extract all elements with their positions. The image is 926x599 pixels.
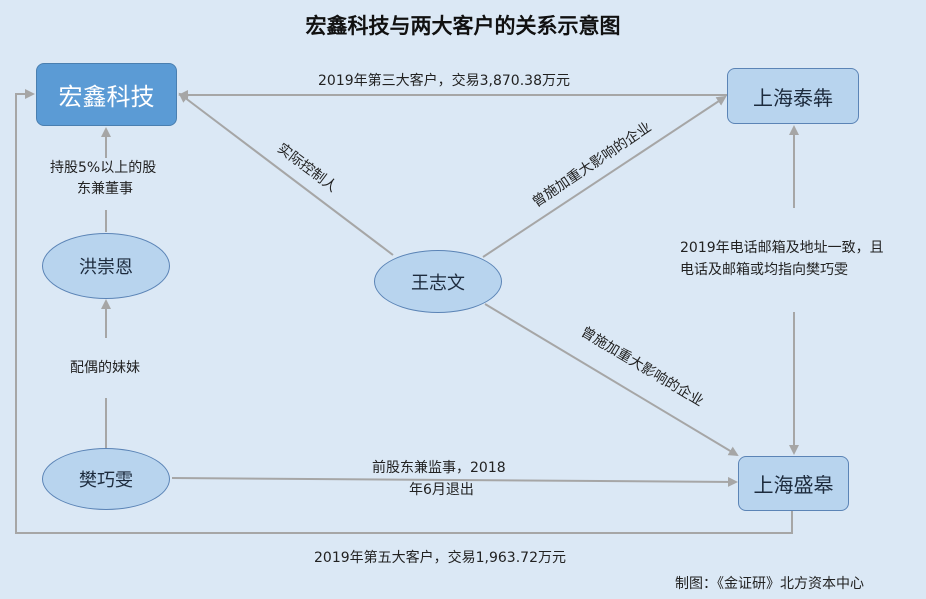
arrow-wang-to-shenggao	[484, 303, 739, 457]
label-taiben-shenggao-line2: 电话及邮箱或均指向樊巧雯	[680, 262, 848, 278]
diagram-title: 宏鑫科技与两大客户的关系示意图	[305, 14, 621, 38]
label-fan-shenggao-line1: 前股东兼监事，2018	[372, 460, 506, 476]
label-taiben-to-hongxin: 2019年第三大客户，交易3,870.38万元	[318, 73, 570, 89]
label-shenggao-to-hongxin: 2019年第五大客户，交易1,963.72万元	[314, 550, 566, 566]
node-shenggao: 上海盛皋	[738, 456, 849, 511]
node-hongxin: 宏鑫科技	[36, 63, 177, 126]
node-hong: 洪崇恩	[42, 233, 170, 299]
node-taiben: 上海泰犇	[727, 68, 859, 124]
arrow-shenggao-to-hongxin	[15, 89, 793, 534]
footer-credit: 制图：《金证研》北方资本中心	[675, 576, 864, 592]
node-fan: 樊巧雯	[42, 448, 170, 510]
label-taiben-shenggao-line1: 2019年电话邮箱及地址一致，且	[680, 240, 884, 256]
label-fan-shenggao-line2: 年6月退出	[409, 482, 474, 498]
arrow-wang-to-hongxin	[178, 92, 394, 256]
node-wang: 王志文	[374, 250, 502, 313]
arrow-wang-to-taiben	[482, 95, 727, 258]
label-hong-shareholder-line1: 持股5%以上的股	[50, 160, 157, 176]
arrow-fan-to-shenggao	[171, 476, 738, 487]
label-fan-hong: 配偶的妹妹	[70, 360, 140, 376]
label-hong-shareholder-line2: 东兼董事	[77, 181, 133, 197]
